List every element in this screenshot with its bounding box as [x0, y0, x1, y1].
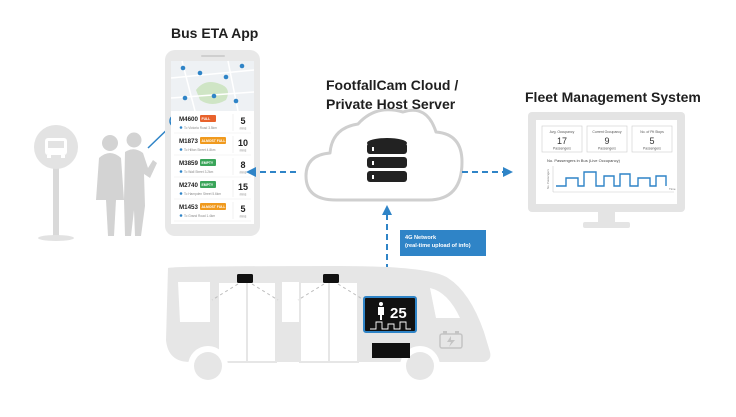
cloud-icon [304, 108, 464, 202]
status-badge [200, 203, 226, 210]
destination-text: To Victoria Road 3.5km [184, 126, 217, 130]
status-label: EMPTY [202, 183, 214, 187]
eta-value: 5 [240, 116, 245, 126]
kpi-label: Avg. Occupancy [550, 130, 575, 134]
ceiling-counter-sensor-1 [237, 274, 253, 283]
fleet-management-title: Fleet Management System [525, 89, 701, 105]
waiting-people-icon [96, 132, 157, 236]
destination-text: To Wall Street 3.2km [184, 170, 214, 174]
occupancy-counter-display [363, 296, 417, 333]
status-label: ALMOST FULL [202, 139, 226, 143]
location-pin-icon [179, 170, 183, 173]
destination-text: To Hampden Street 5.6km [184, 192, 221, 196]
status-label: EMPTY [202, 161, 214, 165]
chart-y-label: No. Passengers [546, 168, 550, 189]
status-badge [200, 159, 216, 166]
route-number: M2740 [179, 182, 198, 189]
status-badge [200, 137, 226, 144]
person-icon [378, 307, 384, 320]
live-occupancy-line [556, 171, 667, 187]
bus-stop-sign-icon [34, 125, 78, 241]
kpi-value: 9 [604, 136, 609, 146]
cloud-server-title: FootfallCam Cloud / Private Host Server [326, 76, 458, 114]
status-badge [200, 115, 216, 122]
bus-info-plate [372, 343, 410, 358]
eta-value: 15 [238, 182, 248, 192]
bus-icon [166, 266, 491, 386]
kpi-label: Current Occupancy [592, 130, 622, 134]
bus-eta-row[interactable]: M1873 ALMOST FULL To Hilton Street 4.8km 10… [171, 134, 254, 156]
network-badge-line1: 4G Network [405, 235, 437, 241]
kpi-unit: Passengers [553, 147, 571, 151]
eta-unit: mins [240, 127, 247, 131]
status-label: FULL [202, 117, 211, 121]
arrow-to-app-icon [246, 167, 256, 177]
cloud-title-line1: FootfallCam Cloud / [326, 77, 459, 93]
arrow-to-cloud-icon [382, 205, 392, 215]
route-number: M3859 [179, 160, 198, 167]
kpi-unit: Passengers [598, 147, 616, 151]
destination-text: To Grand Road 1.4km [184, 214, 216, 218]
eta-unit: mins [240, 171, 247, 175]
ceiling-counter-sensor-2 [323, 274, 339, 283]
route-number: M1873 [179, 138, 198, 145]
status-label: ALMOST FULL [202, 205, 226, 209]
server-database-icon [367, 138, 407, 182]
kpi-value: 5 [649, 136, 654, 146]
network-badge-line2: (real-time upload of info) [405, 243, 471, 249]
eta-value: 5 [240, 204, 245, 214]
bus-eta-app-title: Bus ETA App [171, 25, 259, 41]
location-pin-icon [179, 192, 183, 195]
status-badge [200, 181, 216, 188]
route-number: M4600 [179, 116, 198, 123]
eta-value: 10 [238, 138, 248, 148]
battery-icon [439, 333, 463, 349]
destination-text: To Hilton Street 4.8km [184, 148, 216, 152]
chart-title: No. Passengers in Bus (Live Occupancy) [547, 158, 621, 163]
location-pin-icon [179, 126, 183, 129]
eta-value: 8 [240, 160, 245, 170]
kpi-unit: Passengers [643, 147, 661, 151]
arrow-to-fleet-icon [503, 167, 513, 177]
network-badge: 4G Network (real-time upload of info) [400, 230, 486, 256]
kpi-label: No. of Pit Stops [640, 130, 664, 134]
eta-unit: mins [240, 215, 247, 219]
location-pin-icon [179, 214, 183, 217]
location-pin-icon [179, 148, 183, 151]
chart-x-label: Time [669, 187, 676, 191]
route-number: M1453 [179, 204, 198, 211]
kpi-value: 17 [557, 136, 567, 146]
occupancy-count: 25 [390, 305, 407, 322]
fleet-monitor [528, 112, 685, 228]
cloud-title-line2: Private Host Server [326, 96, 456, 112]
eta-unit: mins [240, 149, 247, 153]
display-occupancy-graph [370, 321, 411, 330]
eta-unit: mins [240, 193, 247, 197]
